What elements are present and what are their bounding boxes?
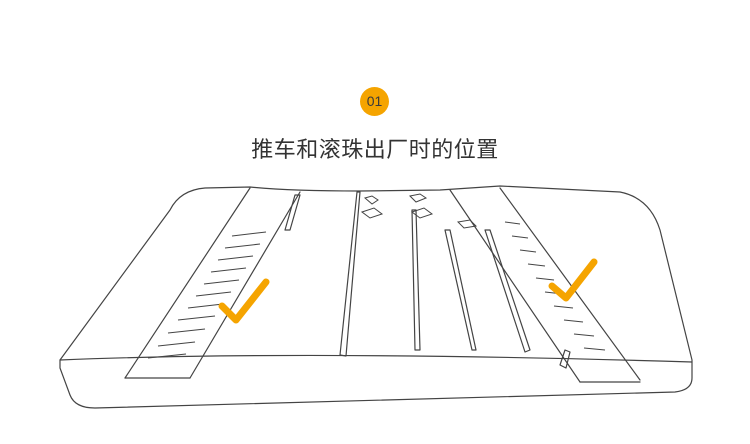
top-clips <box>360 193 478 229</box>
left-rail-outer <box>124 187 251 379</box>
right-rail-inner <box>449 189 581 383</box>
step-number-badge: 01 <box>360 87 389 116</box>
check-mark-icon <box>548 258 598 302</box>
center-slide-right <box>411 209 421 351</box>
center-slide-fourth <box>484 229 531 353</box>
tray-front-edge <box>59 354 693 363</box>
check-mark-icon <box>218 278 270 324</box>
right-stop-block <box>559 349 571 369</box>
left-ball-cage <box>147 231 267 359</box>
page-title: 推车和滚珠出厂时的位置 <box>251 138 499 163</box>
right-rail-outer <box>499 187 641 381</box>
center-slide-third <box>444 229 477 351</box>
left-stop-block <box>284 194 301 231</box>
right-ball-cage <box>504 221 606 351</box>
tray-outline <box>59 185 693 409</box>
center-slide-left <box>339 191 361 357</box>
left-rail-inner <box>189 191 301 379</box>
